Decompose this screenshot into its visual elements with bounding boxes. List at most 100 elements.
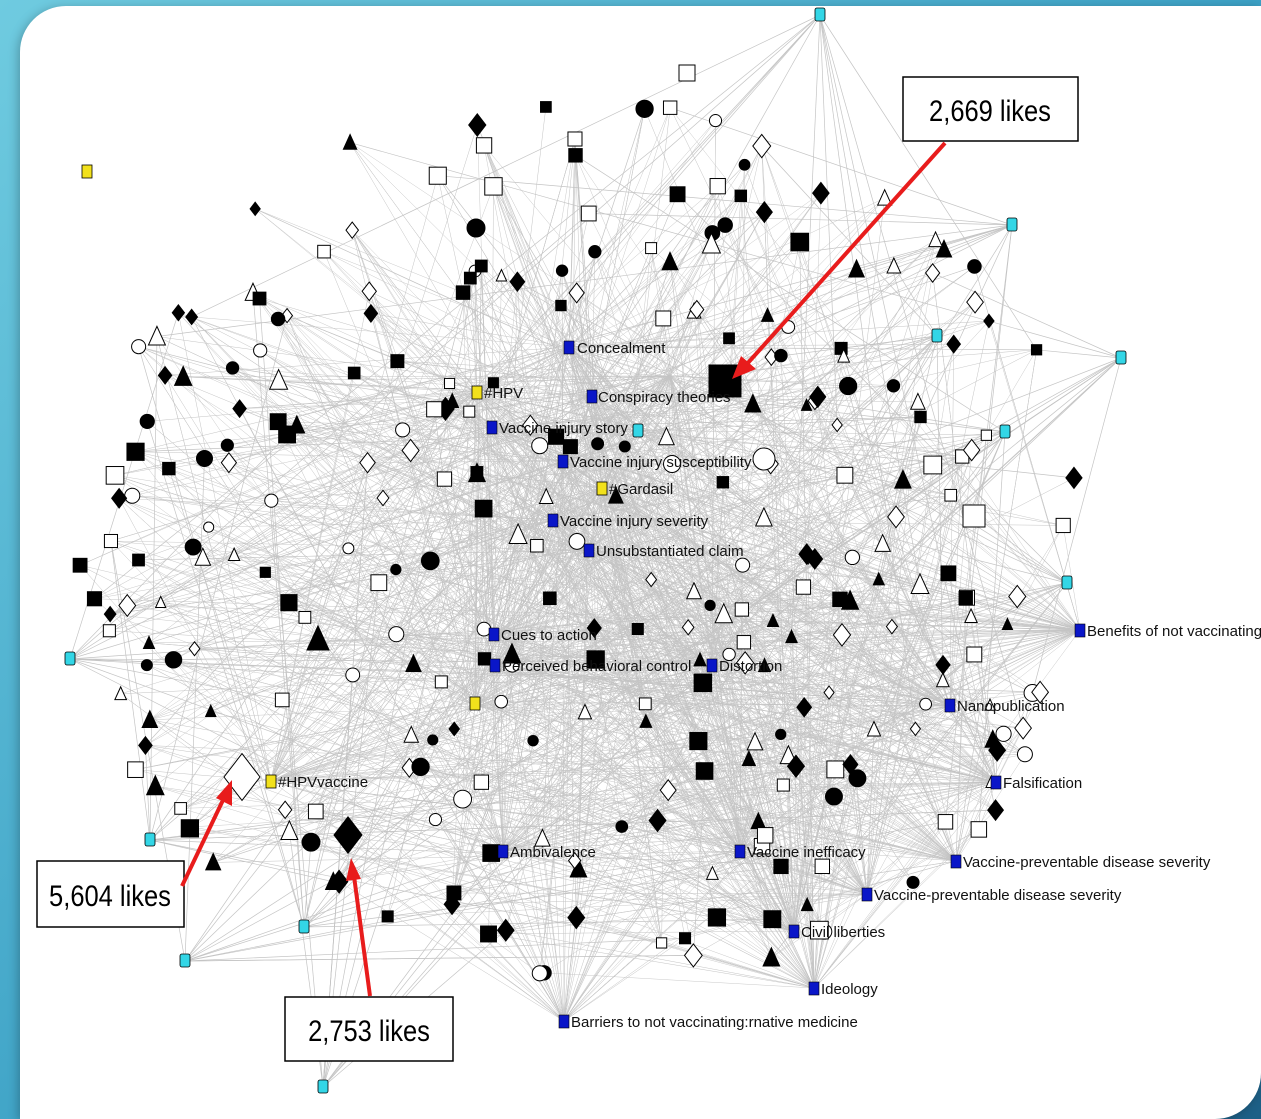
network-node bbox=[795, 579, 812, 595]
network-node bbox=[887, 505, 905, 529]
edge bbox=[270, 691, 1041, 782]
edge bbox=[712, 629, 1081, 874]
edge bbox=[387, 664, 713, 917]
edge bbox=[270, 175, 439, 782]
edge bbox=[277, 318, 795, 932]
edge bbox=[288, 487, 603, 603]
edge bbox=[511, 664, 741, 852]
edge bbox=[285, 664, 496, 810]
network-node bbox=[140, 659, 153, 672]
arrow-2753-head bbox=[346, 858, 361, 881]
edge bbox=[591, 395, 992, 783]
edge bbox=[270, 642, 744, 782]
edge bbox=[562, 186, 718, 462]
edge bbox=[476, 391, 545, 973]
network-node bbox=[534, 828, 551, 847]
network-node bbox=[832, 622, 852, 647]
edge bbox=[270, 124, 478, 782]
network-node bbox=[635, 99, 654, 118]
edge bbox=[149, 375, 671, 721]
hashtag-node-gardasil bbox=[596, 481, 608, 496]
edge bbox=[474, 705, 998, 751]
edge bbox=[591, 164, 745, 397]
network-node bbox=[836, 466, 854, 484]
network-node bbox=[776, 778, 790, 792]
network-node bbox=[496, 918, 515, 942]
edge bbox=[252, 292, 997, 783]
network-node bbox=[145, 774, 165, 796]
network-node bbox=[645, 571, 658, 588]
network-node bbox=[138, 735, 153, 755]
edge bbox=[445, 408, 795, 932]
network-node bbox=[707, 908, 727, 927]
edge bbox=[149, 633, 495, 721]
edge bbox=[552, 519, 658, 821]
edge bbox=[474, 356, 772, 707]
peripheral-node bbox=[64, 651, 76, 666]
edge bbox=[146, 664, 504, 852]
topic-node-vaccine-inefficacy bbox=[734, 844, 746, 859]
edge bbox=[601, 487, 825, 932]
network-node bbox=[800, 398, 813, 411]
network-node bbox=[448, 721, 461, 737]
edge bbox=[239, 375, 671, 409]
edge bbox=[949, 456, 963, 707]
edge bbox=[191, 14, 821, 318]
edge bbox=[669, 375, 1008, 625]
edge bbox=[893, 265, 938, 337]
edge bbox=[511, 653, 713, 666]
network-node bbox=[329, 869, 349, 894]
edge bbox=[813, 809, 996, 989]
edge bbox=[322, 472, 478, 1088]
topic-node-falsification bbox=[990, 775, 1002, 790]
network-node bbox=[754, 506, 773, 527]
edge bbox=[184, 955, 694, 962]
edge bbox=[323, 251, 570, 348]
network-node bbox=[390, 354, 405, 369]
network-node bbox=[752, 133, 772, 159]
network-node bbox=[717, 217, 733, 233]
network-node bbox=[746, 731, 764, 751]
network-node bbox=[716, 476, 730, 489]
edge bbox=[576, 292, 951, 707]
edge bbox=[575, 155, 1006, 433]
edge bbox=[173, 659, 565, 1022]
edge bbox=[793, 766, 797, 932]
edge bbox=[474, 464, 933, 707]
edge bbox=[601, 487, 1033, 694]
network-node bbox=[463, 271, 477, 285]
edge bbox=[819, 14, 1024, 729]
edge bbox=[494, 664, 993, 740]
edge bbox=[650, 248, 741, 852]
network-node bbox=[342, 542, 355, 555]
edge bbox=[693, 781, 997, 956]
edge bbox=[270, 500, 324, 1088]
edge bbox=[491, 400, 815, 429]
edge bbox=[352, 230, 478, 393]
edge bbox=[156, 336, 272, 782]
edge bbox=[289, 633, 495, 832]
edge bbox=[763, 431, 1006, 519]
network-node bbox=[395, 422, 411, 438]
edge bbox=[476, 473, 815, 989]
callout-box bbox=[284, 996, 454, 1062]
hashtag-label-gardasil: #Gardasil bbox=[609, 481, 673, 498]
edge bbox=[806, 553, 951, 707]
edge bbox=[286, 434, 741, 852]
edge bbox=[395, 569, 815, 989]
edge bbox=[669, 375, 695, 592]
edge bbox=[69, 213, 589, 660]
edge bbox=[452, 400, 997, 783]
network-node bbox=[885, 618, 899, 635]
network-node bbox=[342, 133, 358, 150]
edge bbox=[270, 780, 622, 827]
network-node bbox=[280, 594, 298, 612]
peripheral-node bbox=[814, 7, 826, 22]
topic-label-ambivalence: Ambivalence bbox=[510, 844, 596, 861]
edge bbox=[348, 548, 957, 862]
edge bbox=[601, 487, 686, 939]
network-node bbox=[280, 819, 299, 841]
network-node bbox=[141, 709, 159, 729]
edge bbox=[536, 545, 957, 862]
edge bbox=[145, 745, 815, 989]
